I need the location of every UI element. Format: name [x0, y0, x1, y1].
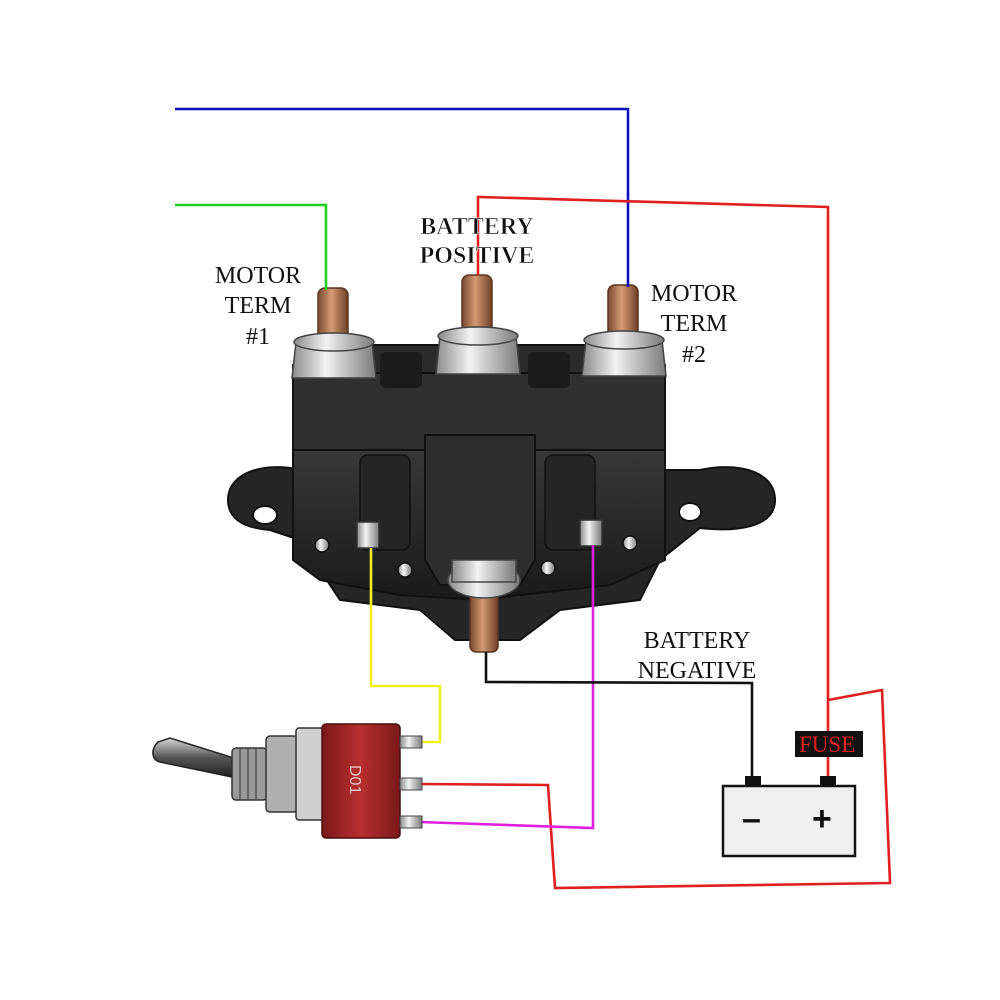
battery-positive-line-1: BATTERY — [420, 214, 533, 240]
battery-positive-washer — [437, 326, 519, 346]
motor-term-1-line-3: #1 — [246, 324, 270, 350]
screw-4 — [622, 535, 638, 551]
battery-negative-label: BATTERY NEGATIVE — [638, 628, 757, 684]
solenoid-top-bump-right — [528, 352, 570, 388]
motor-terminal-2 — [581, 284, 667, 377]
spade-terminal-right — [579, 519, 603, 547]
toggle-pin-3 — [399, 815, 423, 829]
motor-terminal-1-washer — [293, 332, 375, 352]
toggle-lever — [152, 737, 242, 778]
battery-case — [721, 784, 857, 858]
motor-terminal-1 — [291, 287, 377, 379]
battery-plus-sign: + — [812, 800, 832, 838]
mount-hole-right — [678, 502, 702, 522]
toggle-switch: D01 — [152, 723, 423, 839]
toggle-bushing — [231, 747, 268, 801]
motor-term-1-label: MOTOR TERM #1 — [215, 263, 301, 350]
toggle-pin-2 — [399, 777, 423, 791]
wire-fuse-return — [419, 688, 892, 890]
motor-terminal-2-washer — [583, 330, 665, 350]
screw-1 — [314, 537, 330, 553]
solenoid — [226, 274, 777, 653]
motor-term-2-label: MOTOR TERM #2 — [651, 281, 737, 368]
motor-term-2-line-2: TERM — [661, 311, 728, 337]
battery-positive-line-2: POSITIVE — [420, 243, 535, 269]
screw-2 — [397, 562, 413, 578]
motor-term-1-line-2: TERM — [225, 293, 292, 319]
battery-positive-terminal — [435, 274, 521, 375]
wire-battery-negative — [484, 652, 754, 782]
toggle-body-marking: D01 — [346, 765, 363, 794]
ground-stud — [447, 559, 521, 653]
wire-motor-term-2 — [175, 107, 630, 287]
wire-switch-magenta — [419, 545, 595, 830]
fuse-label: FUSE — [799, 732, 855, 757]
toggle-pin-1 — [399, 735, 423, 749]
fuse-label-bg — [795, 731, 863, 757]
solenoid-center-block — [424, 434, 536, 586]
battery-positive-label: BATTERY POSITIVE — [419, 214, 535, 270]
motor-term-1-line-1: MOTOR — [215, 263, 301, 289]
toggle-nut — [265, 735, 299, 813]
toggle-plate — [295, 727, 325, 821]
wire-motor-term-1 — [175, 203, 328, 290]
ground-stud-nut-body — [451, 559, 517, 583]
battery-negative-line-2: NEGATIVE — [638, 658, 757, 684]
mount-hole-left — [252, 505, 278, 525]
motor-term-2-line-1: MOTOR — [651, 281, 737, 307]
ground-stud-post — [469, 589, 499, 653]
battery: – + — [721, 776, 857, 858]
spade-terminal-left — [356, 521, 380, 549]
screw-3 — [540, 560, 556, 576]
solenoid-top-bump-left — [380, 352, 422, 388]
motor-term-2-line-3: #2 — [682, 342, 706, 368]
wires — [175, 107, 892, 890]
fuse: FUSE — [795, 731, 863, 757]
wire-switch-yellow — [369, 548, 442, 744]
battery-minus-sign: – — [742, 800, 761, 838]
battery-negative-line-1: BATTERY — [644, 628, 751, 654]
wire-battery-positive — [476, 195, 830, 788]
